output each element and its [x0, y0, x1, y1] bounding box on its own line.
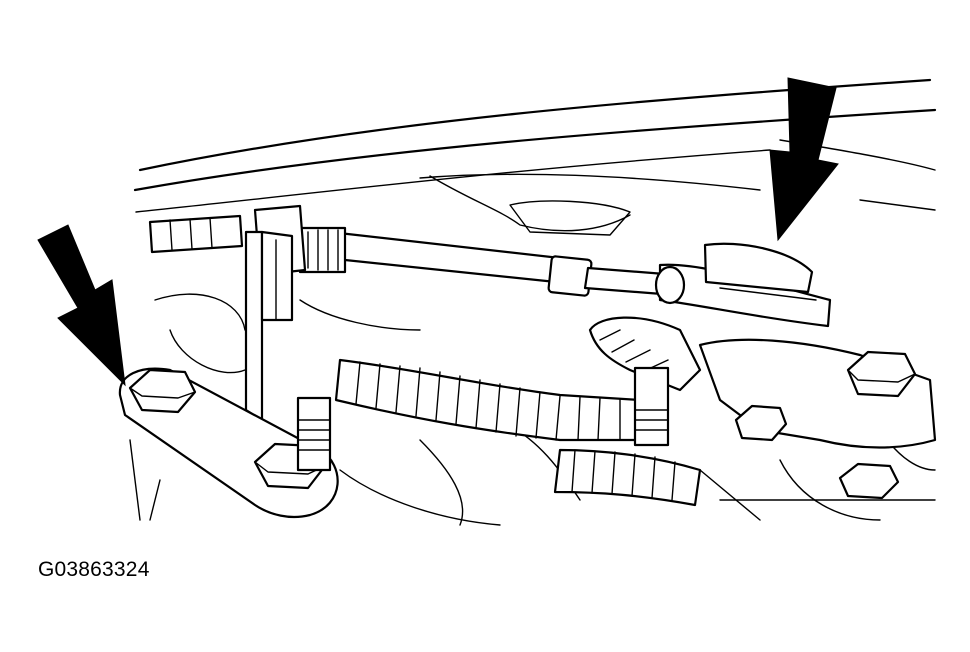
callout-arrow-right	[769, 77, 839, 242]
mounting-bracket	[244, 230, 294, 422]
linkage-bracket	[698, 338, 937, 500]
bolt-upper	[128, 368, 197, 414]
bolt-center	[734, 404, 788, 442]
callout-arrow-left	[37, 224, 126, 387]
engine-background	[129, 293, 936, 526]
studs	[296, 366, 670, 472]
corrugated-hoses	[334, 316, 702, 507]
shift-cable	[148, 204, 667, 297]
sensor-connector	[654, 242, 832, 328]
engine-component-illustration	[37, 77, 937, 526]
figure-code: G03863324	[38, 558, 150, 581]
nut-right	[846, 350, 917, 398]
bolt-lower-right	[838, 462, 900, 500]
